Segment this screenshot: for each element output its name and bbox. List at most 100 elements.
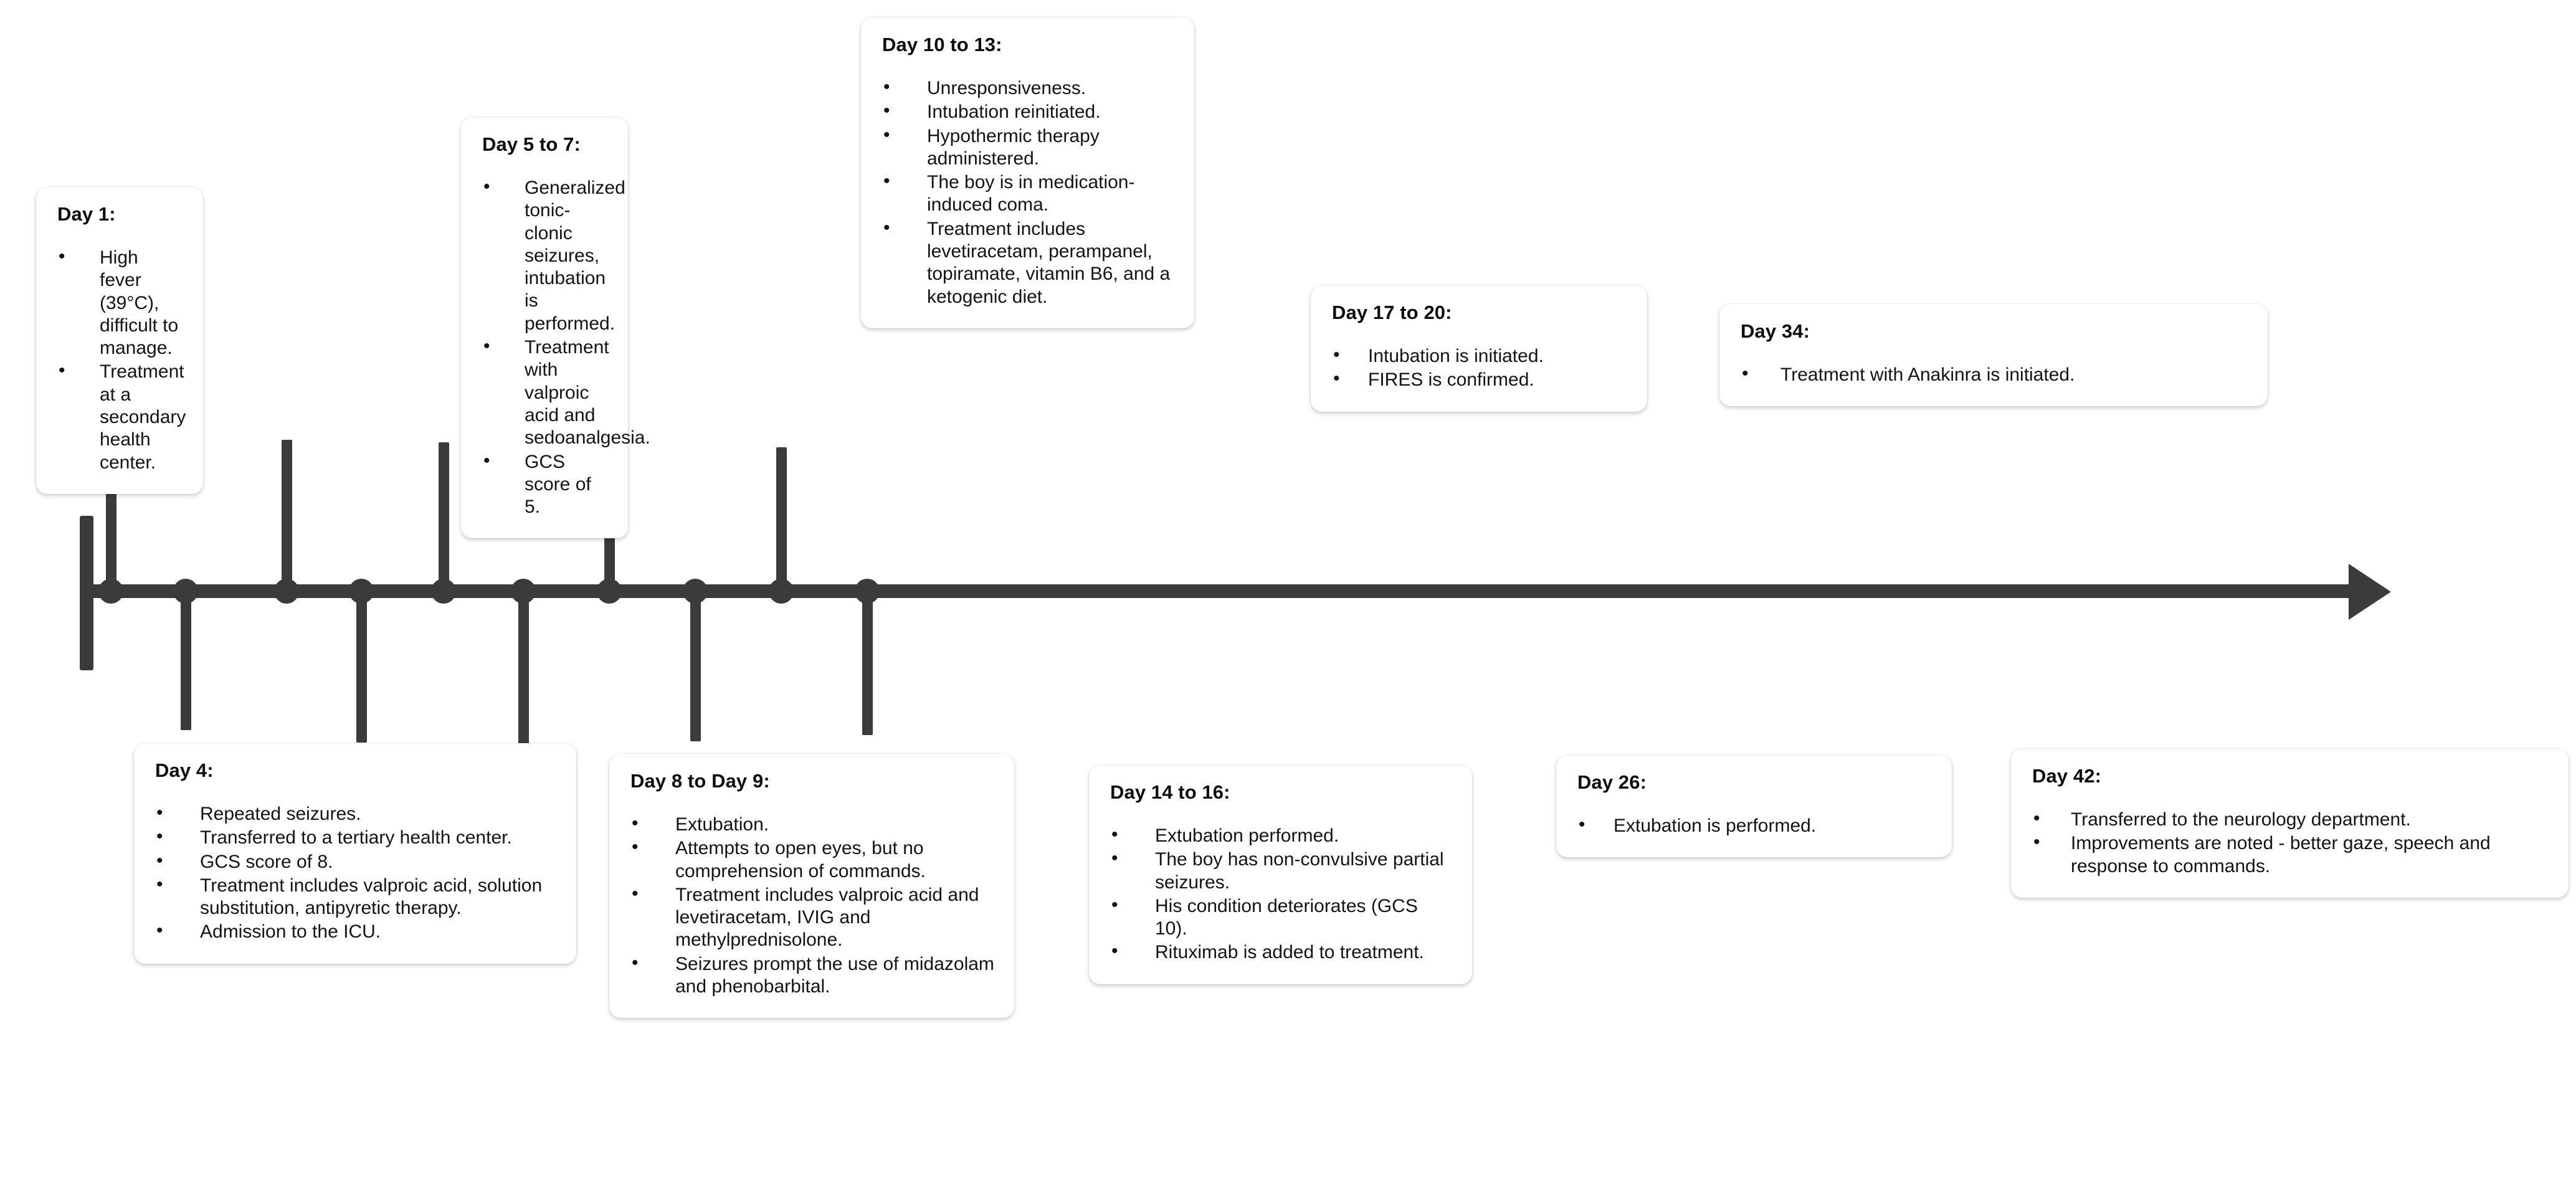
event-bullet-item: •Generalized tonic-clonic seizures, intu…	[480, 176, 625, 335]
bullet-icon: •	[59, 246, 65, 267]
event-card-day4[interactable]: Day 4: •Repeated seizures.•Transferred t…	[134, 743, 576, 964]
bullet-icon: •	[59, 360, 65, 381]
event-card-day10[interactable]: Day 10 to 13: • Unresponsiveness. • Intubat…	[861, 17, 1194, 328]
event-bullet-text: Treatment at a secondary health center.	[100, 361, 186, 473]
event-bullet-item: • Treatment with valproic acid and sedoan…	[480, 336, 650, 449]
event-bullet-text: Extubation performed.	[1155, 825, 1339, 846]
bullet-icon: •	[1111, 941, 1118, 962]
bullet-icon: •	[2033, 808, 2040, 829]
event-bullet-item: • Intubation reinitiated.	[880, 100, 1176, 123]
timeline-node-stem	[281, 440, 292, 591]
bullet-icon: •	[156, 920, 163, 941]
event-bullet-item: •Attempts to open eyes, but no comprehen…	[628, 837, 996, 883]
event-bullet-text: Admission to the ICU.	[200, 921, 381, 943]
event-bullet-item: • Extubation.	[628, 813, 996, 836]
event-bullet-text: His condition deteriorates (GCS 10).	[1155, 895, 1418, 939]
event-bullet-text: Treatment with Anakinra is initiated.	[1780, 364, 2075, 385]
event-bullet-list: •Repeated seizures.•Transferred to a ter…	[153, 802, 558, 944]
event-title: Day 8 to Day 9:	[630, 770, 770, 792]
event-title: Day 26:	[1577, 771, 1647, 793]
event-bullet-text: Improvements are noted - better gaze, sp…	[2071, 833, 2491, 877]
event-bullet-item: • Extubation performed.	[1108, 824, 1453, 847]
event-card-day34[interactable]: Day 34: • Treatment with Anakinra is init…	[1719, 304, 2268, 407]
event-title: Day 1:	[57, 203, 116, 225]
timeline-node-stem	[862, 591, 873, 735]
event-bullet-text: FIRES is confirmed.	[1368, 369, 1534, 391]
event-bullet-text: Repeated seizures.	[200, 804, 361, 824]
event-title: Day 10 to 13:	[882, 34, 1002, 55]
event-title: Day 4:	[155, 759, 214, 781]
event-bullet-item: • Unresponsiveness.	[880, 77, 1176, 100]
event-bullet-item: •Extubation is performed.	[1575, 814, 1933, 837]
event-title: Day 42:	[2032, 765, 2101, 787]
event-title: Day 17 to 20:	[1332, 302, 1452, 323]
event-bullet-text: GCS score of 5.	[525, 451, 591, 518]
timeline-axis-line	[84, 584, 2361, 598]
event-bullet-item: • Hypothermic therapy administered.	[880, 125, 1176, 171]
timeline-node-stem	[356, 591, 367, 743]
event-bullet-text: The boy is in medication-induced coma.	[927, 172, 1135, 216]
bullet-icon: •	[1111, 894, 1118, 915]
bullet-icon: •	[1111, 824, 1118, 845]
event-bullet-list: • Generalized tonic-clonic seizures, intu…	[480, 176, 650, 519]
event-card-day26[interactable]: Day 26: •Extubation is performed.	[1556, 755, 1952, 858]
bullet-icon: •	[1742, 363, 1749, 384]
bullet-icon: •	[156, 850, 163, 871]
event-bullet-item: •The boy is in medication-induced coma.	[880, 171, 1176, 217]
event-bullet-text: GCS score of 8.	[200, 851, 333, 872]
event-card-day42[interactable]: Day 42: •Transferred to the neurology de…	[2011, 749, 2569, 898]
event-bullet-text: Unresponsiveness.	[927, 78, 1086, 98]
event-bullet-text: Hypothermic therapy administered.	[927, 125, 1100, 169]
bullet-icon: •	[1333, 368, 1340, 389]
event-card-day14[interactable]: Day 14 to 16: •Extubation performed.•The…	[1089, 765, 1472, 984]
bullet-icon: •	[632, 837, 639, 858]
event-bullet-item: • Intubation is initiated.	[1329, 344, 1628, 368]
event-bullet-item: • His condition deteriorates (GCS 10).	[1108, 895, 1453, 941]
event-bullet-item: •Treatment includes valproic acid, solut…	[153, 874, 558, 920]
timeline-node-stem	[518, 591, 529, 753]
event-bullet-item: •Treatment includes valproic acid and le…	[628, 883, 996, 952]
event-bullet-item: •Rituximab is added to treatment.	[1108, 941, 1453, 964]
event-bullet-item: • GCS score of 8.	[153, 850, 558, 873]
event-bullet-text: Generalized tonic-clonic seizures, intub…	[525, 178, 625, 334]
bullet-icon: •	[883, 124, 890, 145]
event-bullet-text: Intubation is initiated.	[1368, 346, 1544, 366]
event-card-day1[interactable]: Day 1: •High fever (39°C), difficult to …	[36, 187, 203, 494]
timeline-arrow-icon	[2349, 564, 2391, 620]
timeline-node-stem	[690, 591, 701, 741]
bullet-icon: •	[632, 883, 639, 904]
timeline-node-stem	[180, 591, 191, 730]
event-bullet-list: • Unresponsiveness. • Intubation reinitiate…	[880, 77, 1176, 308]
event-bullet-item: •Improvements are noted - better gaze, s…	[2030, 832, 2550, 878]
event-bullet-item: • Treatment at a secondary health center.	[55, 360, 186, 473]
event-bullet-text: Intubation reinitiated.	[927, 102, 1101, 123]
bullet-icon: •	[1333, 344, 1340, 365]
bullet-icon: •	[883, 217, 890, 238]
event-title: Day 14 to 16:	[1110, 781, 1230, 803]
bullet-icon: •	[632, 952, 639, 973]
event-bullet-item: • Treatment with Anakinra is initiated.	[1738, 363, 2249, 386]
event-bullet-list: •Transferred to the neurology department…	[2030, 808, 2550, 878]
event-bullet-item: •Transferred to a tertiary health center…	[153, 826, 558, 849]
event-bullet-text: Extubation.	[675, 814, 769, 835]
event-card-day17[interactable]: Day 17 to 20: •Intubation is initiated.•…	[1311, 285, 1647, 412]
event-bullet-list: • Intubation is initiated. • FIRES is confi…	[1329, 344, 1628, 392]
event-bullet-text: Extubation is performed.	[1614, 815, 1817, 836]
event-card-day8[interactable]: Day 8 to Day 9: • Extubation.•Attempts to…	[609, 754, 1014, 1019]
event-bullet-item: •Seizures prompt the use of midazolam an…	[628, 953, 996, 999]
event-bullet-text: Treatment with valproic acid and sedoana…	[525, 337, 650, 449]
bullet-icon: •	[483, 336, 490, 357]
bullet-icon: •	[883, 100, 890, 121]
bullet-icon: •	[632, 813, 639, 834]
timeline-node-stem	[776, 447, 787, 591]
event-title: Day 5 to 7:	[482, 133, 581, 155]
event-bullet-text: Transferred to a tertiary health center.	[200, 827, 512, 848]
event-bullet-item: •GCS score of 5.	[480, 450, 609, 519]
event-card-day5[interactable]: Day 5 to 7: • Generalized tonic-clonic se…	[461, 117, 650, 539]
bullet-icon: •	[883, 77, 890, 97]
event-bullet-item: •Treatment includes levetiracetam, peram…	[880, 217, 1176, 308]
event-bullet-item: •High fever (39°C), difficult to manage.	[55, 246, 184, 359]
event-bullet-item: •Transferred to the neurology department…	[2030, 808, 2550, 831]
event-title: Day 34:	[1741, 320, 1810, 342]
